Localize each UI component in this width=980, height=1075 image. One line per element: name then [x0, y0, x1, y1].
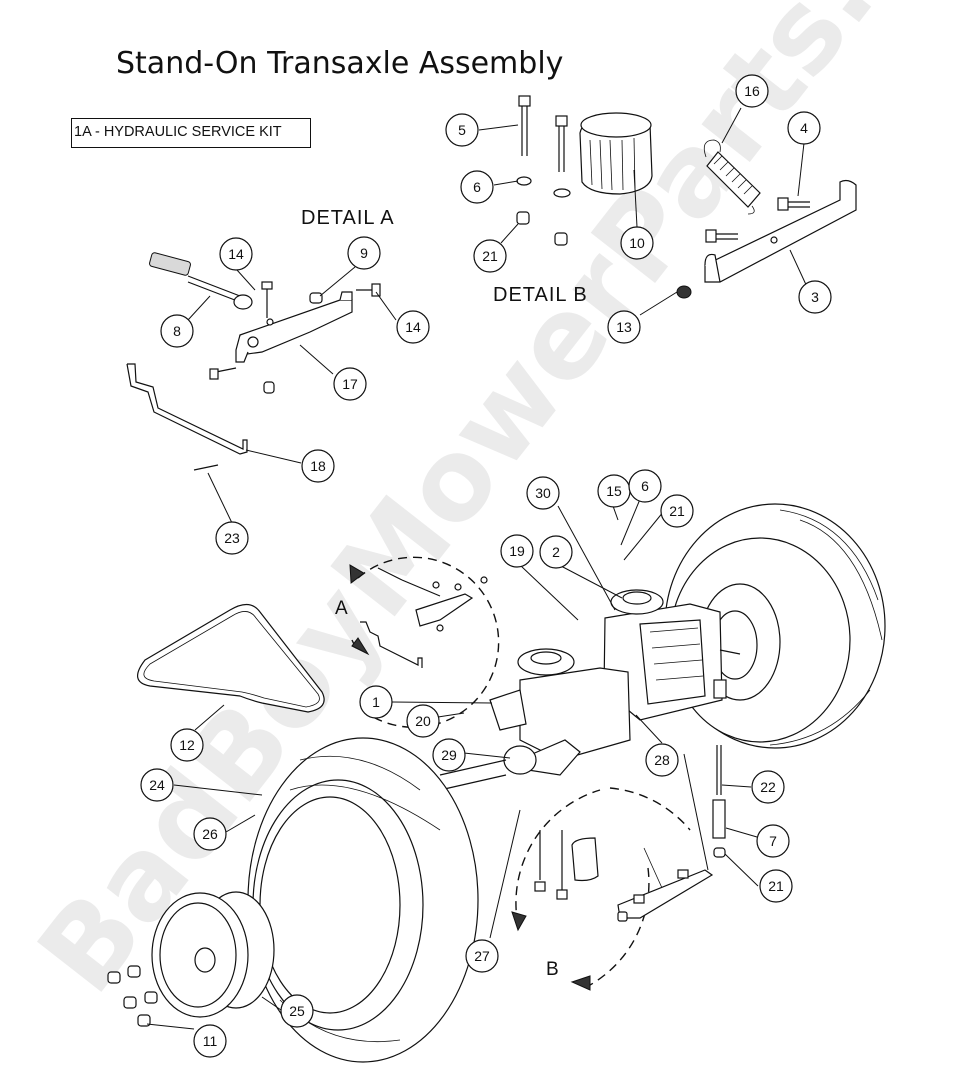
callout-21b: 21 — [660, 494, 694, 528]
svg-text:16: 16 — [744, 83, 760, 99]
throttle-cable — [149, 252, 253, 310]
callout-14a: 14 — [219, 237, 253, 271]
callout-2: 2 — [539, 535, 573, 569]
callout-23: 23 — [215, 521, 249, 555]
spring — [703, 139, 761, 215]
svg-text:28: 28 — [654, 752, 670, 768]
svg-text:4: 4 — [800, 120, 808, 136]
diagram-title: Stand-On Transaxle Assembly — [116, 46, 564, 81]
detail-b-label: DETAIL B — [493, 284, 588, 306]
svg-text:2: 2 — [552, 544, 560, 560]
svg-text:21: 21 — [482, 248, 498, 264]
svg-text:6: 6 — [473, 179, 481, 195]
watermark: BadBoyMowerParts.com — [14, 0, 980, 1017]
callout-8: 8 — [160, 314, 194, 348]
svg-text:23: 23 — [224, 530, 240, 546]
callout-5: 5 — [445, 113, 479, 147]
right-transaxle — [603, 589, 741, 721]
callout-1: 1 — [359, 685, 393, 719]
callout-14b: 14 — [396, 310, 430, 344]
callout-22: 22 — [751, 770, 785, 804]
svg-text:20: 20 — [415, 713, 431, 729]
callout-27: 27 — [465, 939, 499, 973]
svg-text:11: 11 — [203, 1033, 218, 1049]
callout-3: 3 — [798, 280, 832, 314]
callout-17: 17 — [333, 367, 367, 401]
callout-12: 12 — [170, 728, 204, 762]
leader-lines — [146, 107, 809, 1030]
wheel-rim — [151, 891, 275, 1018]
detail-a-parts — [126, 252, 381, 471]
left-transaxle — [439, 648, 631, 791]
svg-text:22: 22 — [760, 779, 776, 795]
svg-text:26: 26 — [202, 826, 218, 842]
callout-30: 30 — [526, 476, 560, 510]
detail-b-marker: B — [546, 959, 559, 980]
svg-text:21: 21 — [669, 503, 685, 519]
svg-text:18: 18 — [310, 458, 326, 474]
control-rod — [126, 363, 248, 455]
detail-a-label: DETAIL A — [301, 207, 395, 229]
callout-4: 4 — [787, 111, 821, 145]
svg-text:12: 12 — [179, 737, 195, 753]
callout-25: 25 — [280, 994, 314, 1028]
callout-7: 7 — [756, 824, 790, 858]
callout-16: 16 — [735, 74, 769, 108]
oil-filter — [579, 112, 653, 195]
svg-text:13: 13 — [616, 319, 632, 335]
svg-text:29: 29 — [441, 747, 457, 763]
svg-text:10: 10 — [629, 235, 645, 251]
callout-18: 18 — [301, 449, 335, 483]
callout-6b: 6 — [628, 469, 662, 503]
svg-text:5: 5 — [458, 122, 466, 138]
bracket — [239, 299, 353, 356]
svg-text:24: 24 — [149, 777, 165, 793]
callout-19: 19 — [500, 534, 534, 568]
callout-11: 11 — [193, 1024, 227, 1058]
callout-26: 26 — [193, 817, 227, 851]
mount-bracket — [704, 179, 857, 283]
callout-21a: 21 — [473, 239, 507, 273]
callout-29: 29 — [432, 738, 466, 772]
callout-10: 10 — [620, 226, 654, 260]
svg-text:21: 21 — [768, 878, 784, 894]
main-assembly — [107, 503, 886, 1063]
svg-text:30: 30 — [535, 485, 551, 501]
callout-13: 13 — [607, 310, 641, 344]
service-kit-label: 1A - HYDRAULIC SERVICE KIT — [71, 118, 311, 148]
svg-text:6: 6 — [641, 478, 649, 494]
callout-21c: 21 — [759, 869, 793, 903]
callout-9: 9 — [347, 236, 381, 270]
callout-15: 15 — [597, 474, 631, 508]
svg-text:14: 14 — [228, 246, 244, 262]
detail-a-marker: A — [335, 598, 348, 619]
svg-text:14: 14 — [405, 319, 421, 335]
callout-24: 24 — [140, 768, 174, 802]
left-tire — [247, 737, 479, 1063]
bolts — [209, 281, 381, 394]
lug-nuts — [107, 965, 158, 1027]
svg-text:1: 1 — [372, 694, 380, 710]
detail-b-circle — [515, 787, 691, 986]
svg-text:3: 3 — [811, 289, 819, 305]
svg-text:17: 17 — [342, 376, 358, 392]
svg-text:27: 27 — [474, 948, 490, 964]
svg-text:8: 8 — [173, 323, 181, 339]
callout-28: 28 — [645, 743, 679, 777]
callout-20: 20 — [406, 704, 440, 738]
svg-text:15: 15 — [606, 483, 622, 499]
callout-6: 6 — [460, 170, 494, 204]
svg-text:19: 19 — [509, 543, 525, 559]
svg-text:9: 9 — [360, 245, 368, 261]
svg-text:7: 7 — [769, 833, 777, 849]
svg-text:25: 25 — [289, 1003, 305, 1019]
